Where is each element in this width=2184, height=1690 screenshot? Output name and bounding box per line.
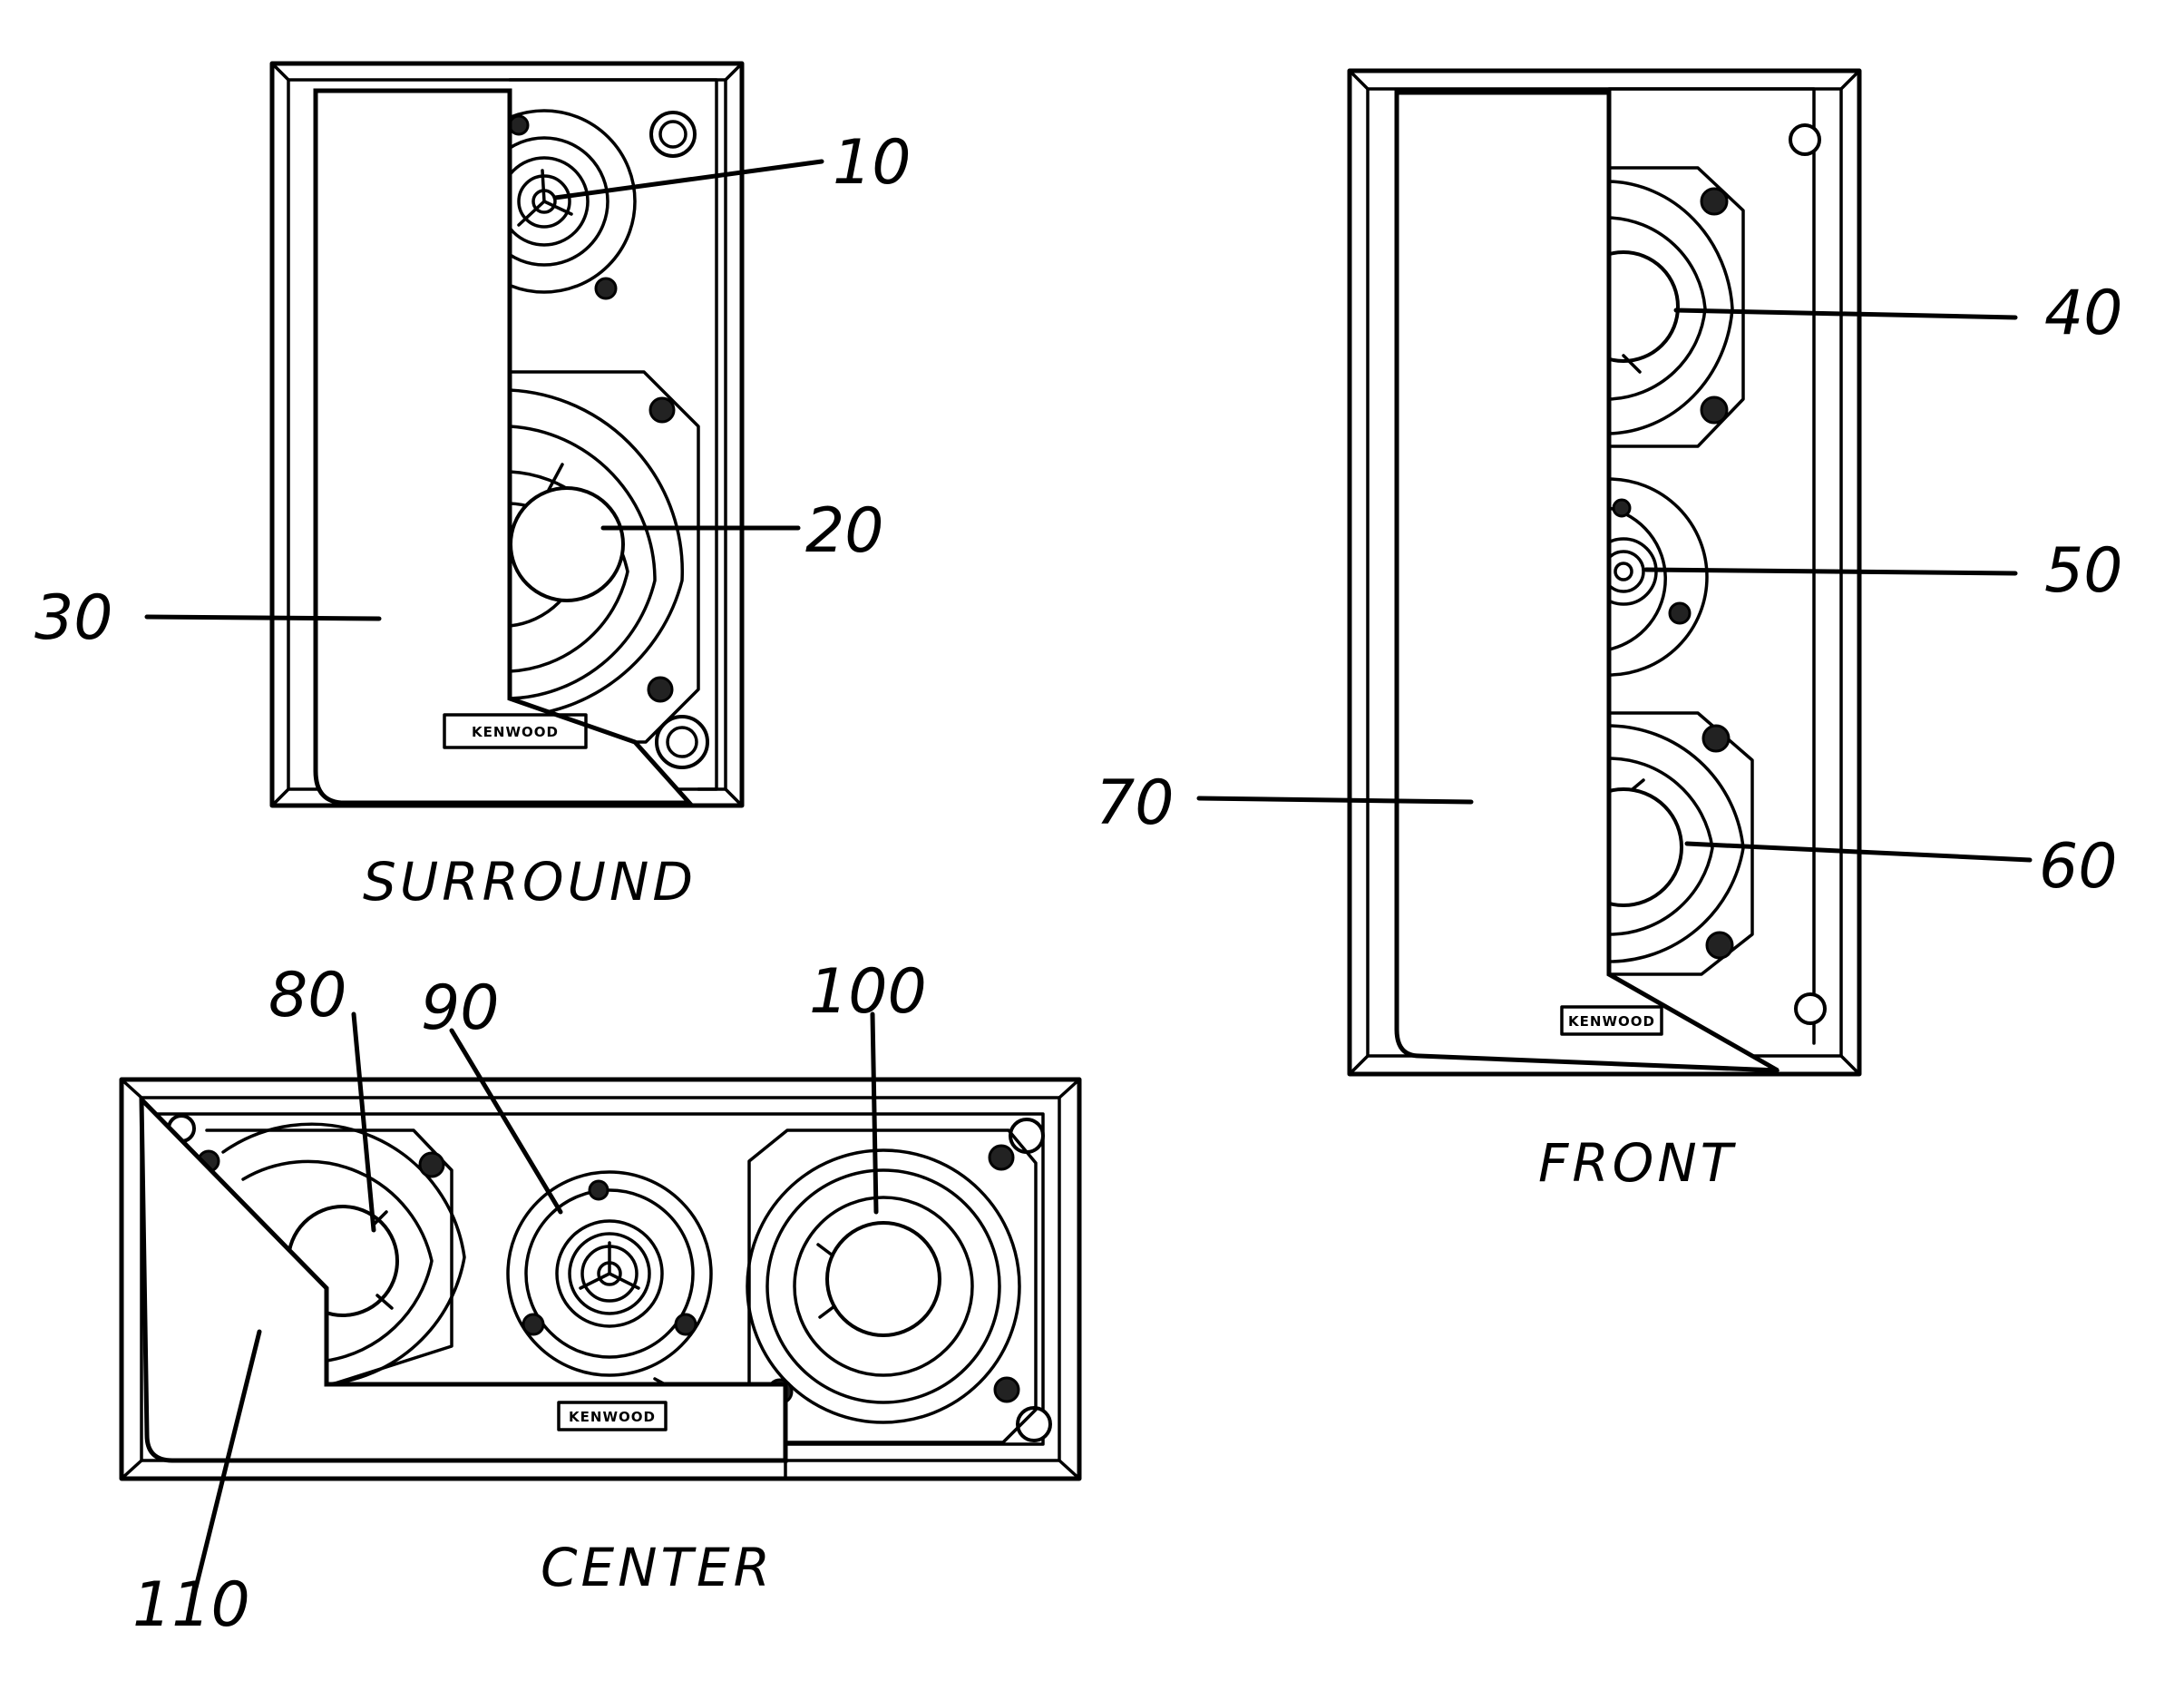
front-brand-badge	[1560, 1005, 1663, 1036]
surround-caption: SURROUND	[363, 851, 697, 913]
ref-50: 50	[2044, 535, 2123, 607]
ref-90: 90	[421, 972, 500, 1044]
ref-100: 100	[809, 956, 927, 1028]
center-cabinet	[119, 1077, 1082, 1481]
center-tweeter	[506, 1170, 784, 1450]
surround-brand: KENWOOD	[472, 724, 559, 740]
ref-30: 30	[34, 582, 113, 654]
surround-speaker: KENWOOD 10 20 30 SURROUND	[34, 61, 912, 913]
surround-port-bottom	[655, 715, 709, 769]
ref-110: 110	[132, 1569, 250, 1641]
front-speaker: KENWOOD 40 50 60 70 FRONT	[1096, 68, 2123, 1194]
ref-70: 70	[1096, 767, 1175, 839]
center-brand-badge	[557, 1401, 668, 1431]
center-brand: KENWOOD	[569, 1409, 656, 1425]
front-caption: FRONT	[1538, 1132, 1737, 1194]
front-grille	[1394, 90, 1779, 1073]
ref-60: 60	[2039, 831, 2118, 903]
center-speaker: KENWOOD 80 90 100 110 CENTER	[119, 956, 1082, 1641]
ref-10: 10	[833, 127, 912, 199]
center-grille	[139, 1093, 788, 1463]
surround-brand-badge	[443, 713, 588, 749]
front-brand: KENWOOD	[1568, 1013, 1655, 1030]
surround-cabinet	[269, 61, 745, 808]
ref-20: 20	[805, 495, 884, 567]
center-right-driver	[746, 1128, 1038, 1444]
surround-grille	[313, 88, 695, 806]
ref-40: 40	[2044, 278, 2123, 349]
ref-80: 80	[268, 960, 347, 1031]
center-caption: CENTER	[541, 1537, 774, 1598]
surround-woofer	[508, 370, 700, 744]
surround-port-top	[649, 111, 697, 158]
